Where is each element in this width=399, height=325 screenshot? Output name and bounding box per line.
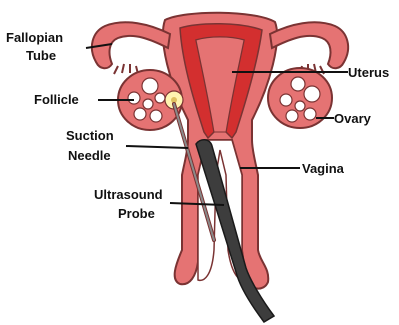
label-suction-needle-line1: Suction [66,128,114,143]
follicle [134,108,146,120]
label-follicle: Follicle [34,92,79,107]
fallopian-tube-left [92,22,170,74]
label-uterus: Uterus [348,65,389,80]
follicle [280,94,292,106]
label-fallopian-tube-line1: Fallopian [6,30,63,45]
uterus-shape [163,13,277,289]
label-ovary: Ovary [334,111,372,126]
fimbriae-left [114,64,138,74]
follicle [150,110,162,122]
label-suction-needle-line2: Needle [68,148,111,163]
fallopian-tube-right [270,22,348,74]
follicle [155,93,165,103]
label-vagina: Vagina [302,161,345,176]
follicle [304,86,320,102]
label-ultrasound-probe-line2: Probe [118,206,155,221]
follicle [143,99,153,109]
label-fallopian-tube-line2: Tube [26,48,56,63]
follicle [304,108,316,120]
follicle [291,77,305,91]
follicle [142,78,158,94]
follicle [286,110,298,122]
follicle [295,101,305,111]
fallopian-tube-right-path [270,22,348,68]
follicle [128,92,140,104]
label-ultrasound-probe-line1: Ultrasound [94,187,163,202]
leader-suction-needle [126,146,188,148]
